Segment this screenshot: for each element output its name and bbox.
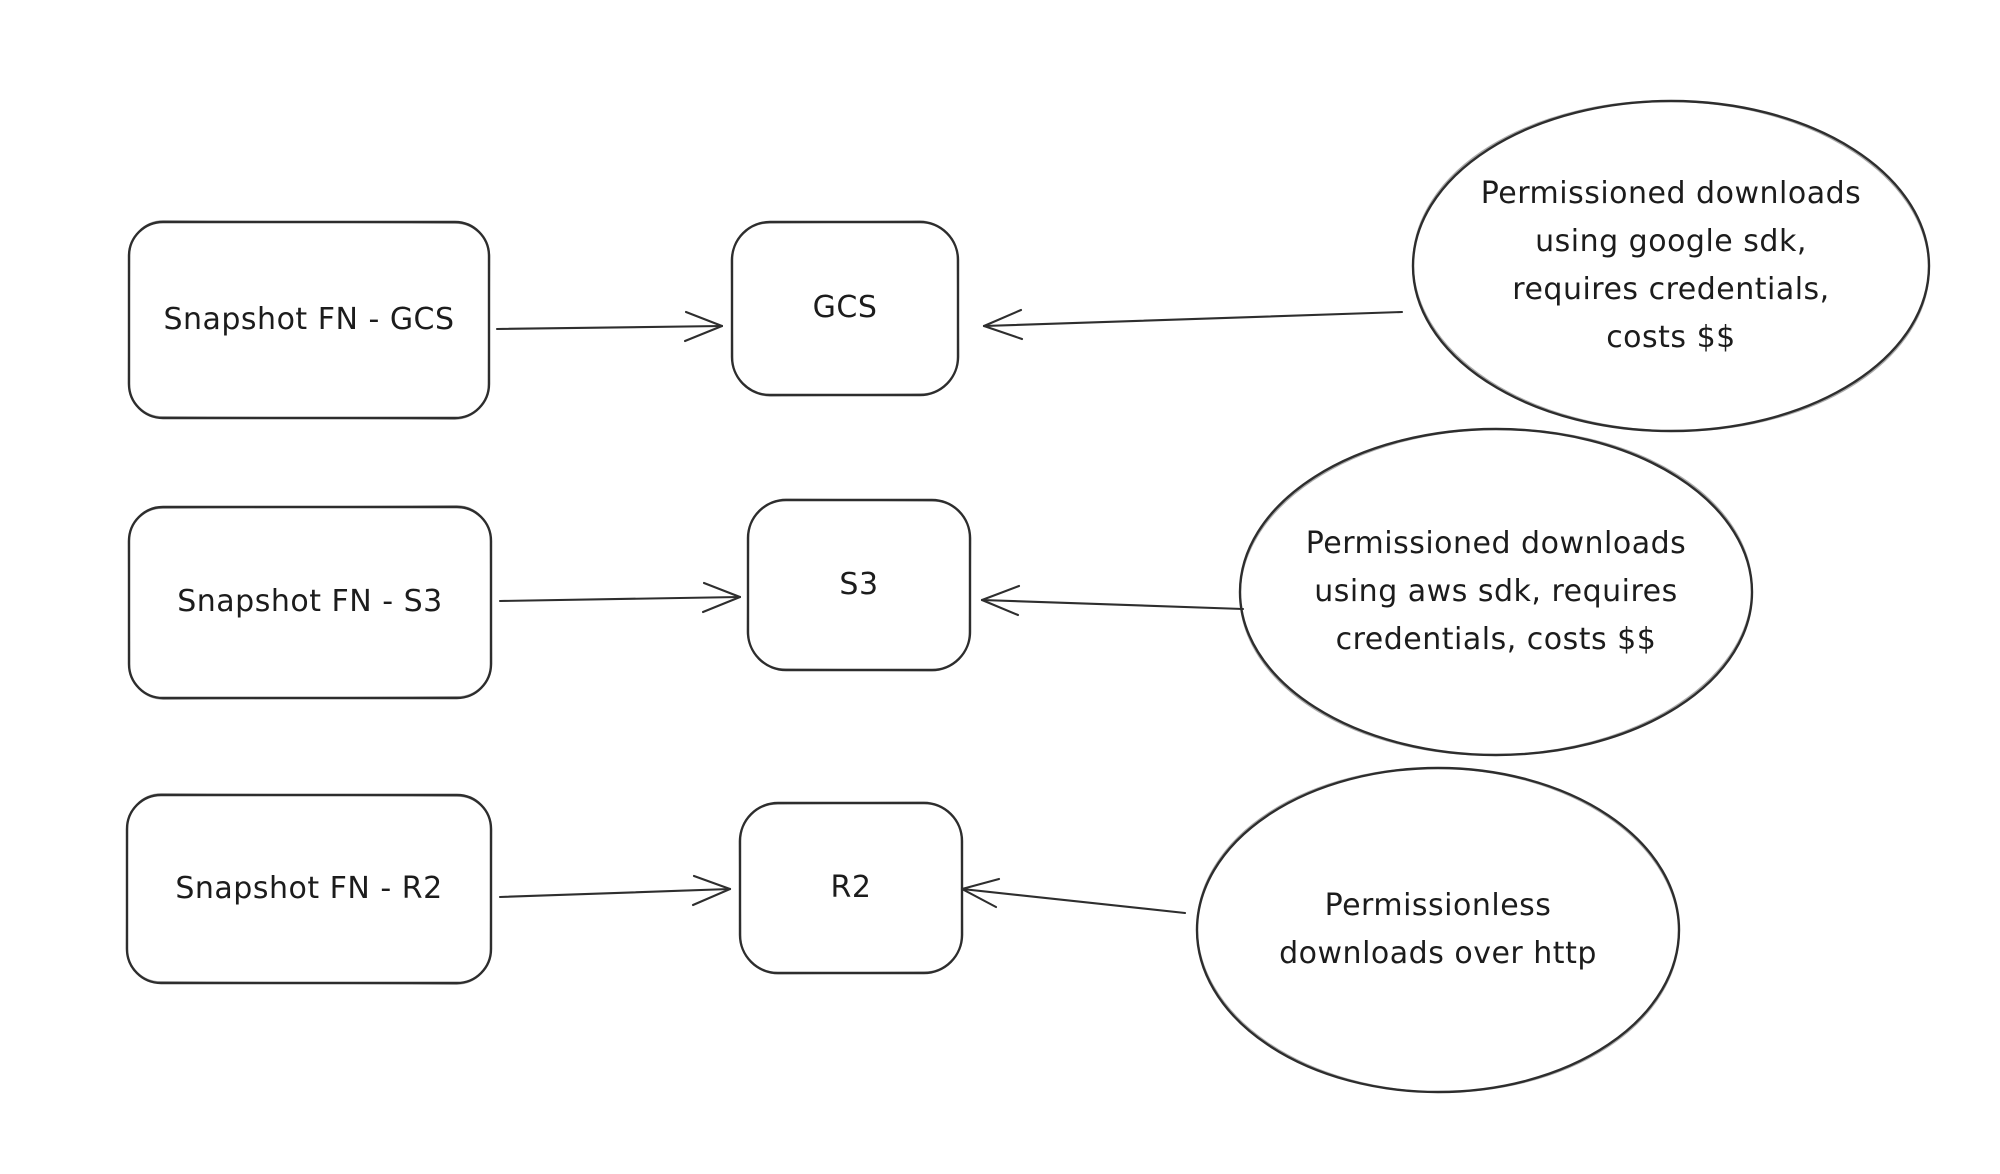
node-r2[interactable] — [738, 801, 964, 975]
node-snapshot-fn-s3[interactable] — [127, 505, 493, 700]
arrow-snapshot-s3-to-s3[interactable] — [498, 581, 742, 614]
node-snapshot-fn-r2[interactable] — [125, 793, 493, 985]
arrow-note-r2-to-r2[interactable] — [960, 877, 1187, 915]
arrow-snapshot-gcs-to-gcs[interactable] — [495, 310, 724, 343]
node-gcs[interactable] — [730, 220, 960, 397]
node-snapshot-fn-gcs[interactable] — [127, 220, 491, 420]
arrow-note-s3-to-s3[interactable] — [980, 584, 1245, 617]
note-ellipse-s3[interactable] — [1237, 424, 1755, 760]
arrow-snapshot-r2-to-r2[interactable] — [498, 874, 732, 907]
note-ellipse-r2[interactable] — [1194, 763, 1682, 1096]
node-s3[interactable] — [746, 498, 972, 672]
arrow-note-gcs-to-gcs[interactable] — [982, 308, 1404, 341]
note-ellipse-gcs[interactable] — [1410, 96, 1932, 436]
